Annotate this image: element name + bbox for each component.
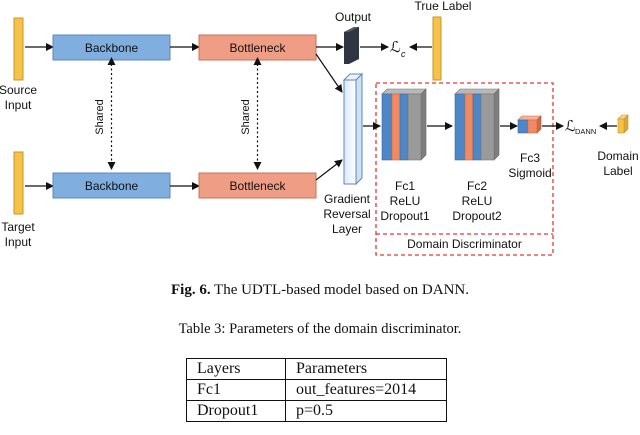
grl-label-2: Reversal	[323, 207, 370, 221]
output-label: Output	[335, 10, 372, 24]
fc1-label-3: Dropout1	[380, 209, 430, 223]
fc2-layer-stack	[454, 88, 500, 161]
source-input-label-2: Input	[5, 98, 32, 112]
domain-label-text-1: Domain	[597, 149, 638, 163]
source-backbone-label: Backbone	[85, 41, 139, 55]
target-input-label-2: Input	[5, 235, 32, 249]
source-input-bar	[13, 17, 24, 81]
dann-loss-subscript: DANN	[575, 127, 596, 136]
output-block-top	[344, 27, 359, 32]
dann-architecture-diagram: Source Input Target Input Backbone Backb…	[0, 0, 639, 256]
fc2-label-2: ReLU	[462, 194, 493, 208]
fc3-label-2: Sigmoid	[508, 166, 551, 180]
target-bottleneck-label: Bottleneck	[229, 179, 286, 193]
source-bottleneck-block	[198, 34, 317, 61]
source-bottleneck-to-grl-arrow	[315, 53, 343, 93]
shared-backbone-label: Shared	[94, 99, 106, 134]
target-input-label-1: Target	[1, 220, 35, 234]
target-input-bar	[13, 151, 24, 215]
source-bottleneck-label: Bottleneck	[229, 41, 286, 55]
gradient-reversal-layer-side	[355, 72, 363, 186]
grl-label-1: Gradient	[324, 192, 371, 206]
grl-label-3: Layer	[332, 222, 362, 236]
figure-caption: Fig. 6. The UDTL-based model based on DA…	[0, 282, 640, 299]
domain-label-text-2: Label	[603, 164, 632, 178]
dann-loss-symbol: ℒ	[565, 118, 576, 135]
target-bottleneck-to-grl-arrow	[315, 159, 343, 181]
domain-discriminator-parameters-table: Layers Parameters Fc1 out_features=2014 …	[186, 358, 447, 422]
table-caption: Table 3: Parameters of the domain discri…	[178, 321, 462, 337]
table-header-layers: Layers	[186, 358, 286, 380]
target-bottleneck-block	[198, 172, 317, 199]
shared-bottleneck-label: Shared	[240, 99, 252, 134]
fc3-layer-stack	[517, 115, 542, 134]
fc3-label-1: Fc3	[520, 151, 540, 165]
target-backbone-block	[52, 172, 171, 199]
figure-caption-text: The UDTL-based model based on DANN.	[210, 282, 469, 298]
figure-caption-label: Fig. 6.	[170, 282, 211, 298]
domain-discriminator-box	[375, 82, 554, 256]
fc1-label-1: Fc1	[395, 179, 415, 193]
domain-discriminator-label: Domain Discriminator	[407, 237, 522, 251]
classification-loss-subscript: c	[401, 49, 406, 59]
output-block	[344, 27, 359, 64]
domain-label-block	[617, 118, 625, 134]
fc2-label-3: Dropout2	[452, 209, 502, 223]
table-row: Fc1 out_features=2014	[186, 379, 447, 401]
table-row: Dropout1 p=0.5	[186, 400, 447, 422]
gradient-reversal-layer-block	[343, 79, 357, 185]
true-label-text: True Label	[415, 0, 472, 13]
table-header-row: Layers Parameters	[186, 358, 447, 380]
table-cell-layer: Fc1	[186, 379, 286, 401]
classification-loss-symbol: ℒ	[390, 39, 401, 56]
true-label-bar	[432, 16, 442, 81]
table-header-parameters: Parameters	[285, 358, 447, 380]
source-input-label-1: Source	[0, 83, 37, 97]
fc1-label-2: ReLU	[390, 194, 421, 208]
target-backbone-label: Backbone	[85, 179, 139, 193]
table-cell-parameter: out_features=2014	[285, 379, 447, 401]
table-cell-parameter: p=0.5	[285, 400, 447, 422]
fc2-label-1: Fc2	[467, 179, 487, 193]
table-cell-layer: Dropout1	[186, 400, 286, 422]
fc1-layer-stack	[381, 88, 427, 161]
